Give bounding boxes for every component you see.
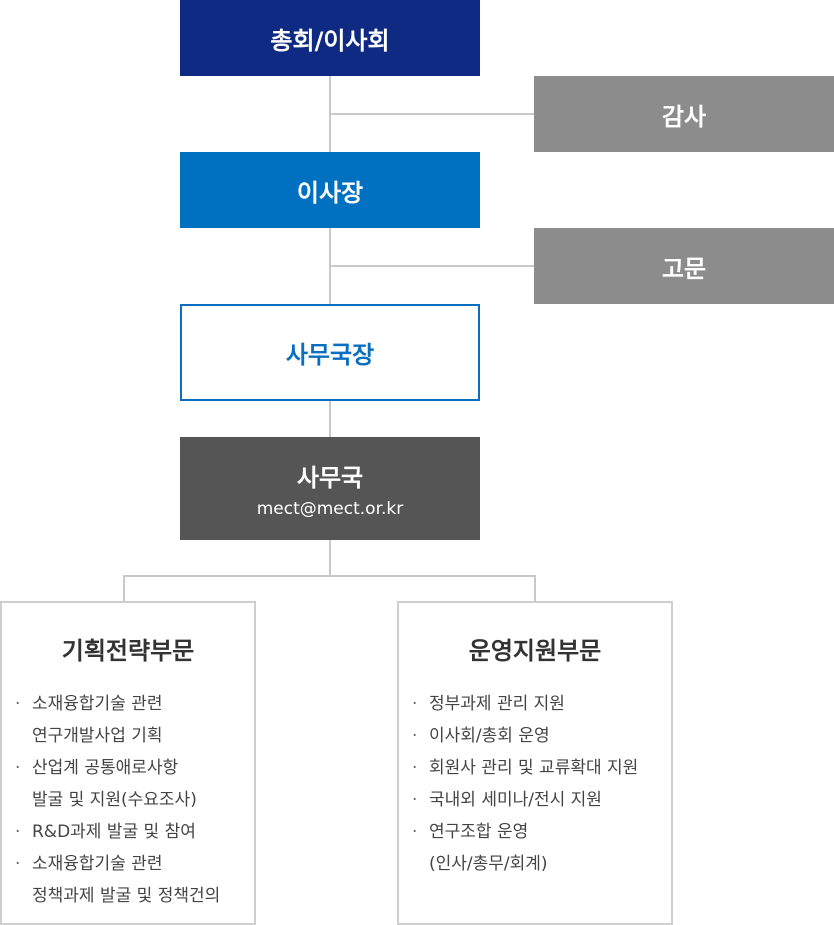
department-task-list: 소재융합기술 관련 연구개발사업 기획 산업계 공통애로사항 발굴 및 지원(수…	[2, 688, 254, 912]
connector-advisor	[331, 265, 534, 267]
connector-branch-horizontal	[123, 575, 536, 577]
advisor-box: 고문	[534, 228, 834, 304]
list-item: 회원사 관리 및 교류확대 지원	[412, 752, 671, 784]
connector-branch-left	[123, 575, 125, 602]
audit-box: 감사	[534, 76, 834, 152]
secretary-general-label: 사무국장	[285, 341, 375, 369]
chairman-box: 이사장	[180, 152, 480, 228]
list-item: 소재융합기술 관련 정책과제 발굴 및 정책건의	[15, 848, 254, 912]
list-item: R&D과제 발굴 및 참여	[15, 816, 254, 848]
list-item: 정부과제 관리 지원	[412, 688, 671, 720]
department-title: 운영지원부문	[468, 637, 602, 665]
operations-support-department: 운영지원부문 정부과제 관리 지원 이사회/총회 운영 회원사 관리 및 교류확…	[397, 601, 673, 925]
board-label: 총회/이사회	[270, 26, 390, 55]
list-item: 국내외 세미나/전시 지원	[412, 784, 671, 816]
office-title: 사무국	[296, 464, 364, 492]
planning-strategy-department: 기획전략부문 소재융합기술 관련 연구개발사업 기획 산업계 공통애로사항 발굴…	[0, 601, 256, 925]
list-item: 연구조합 운영 (인사/총무/회계)	[412, 816, 671, 880]
board-box: 총회/이사회	[180, 0, 480, 76]
chairman-label: 이사장	[296, 178, 364, 207]
connector-audit	[331, 113, 534, 115]
secretary-general-box: 사무국장	[180, 304, 480, 401]
audit-label: 감사	[661, 102, 707, 131]
connector-branch-right	[534, 575, 536, 602]
office-box: 사무국 mect@mect.or.kr	[180, 437, 480, 540]
list-item: 이사회/총회 운영	[412, 720, 671, 752]
office-email: mect@mect.or.kr	[256, 499, 404, 519]
list-item: 소재융합기술 관련 연구개발사업 기획	[15, 688, 254, 752]
department-title: 기획전략부문	[61, 637, 195, 665]
advisor-label: 고문	[661, 254, 707, 283]
department-task-list: 정부과제 관리 지원 이사회/총회 운영 회원사 관리 및 교류확대 지원 국내…	[399, 688, 671, 880]
list-item: 산업계 공통애로사항 발굴 및 지원(수요조사)	[15, 752, 254, 816]
